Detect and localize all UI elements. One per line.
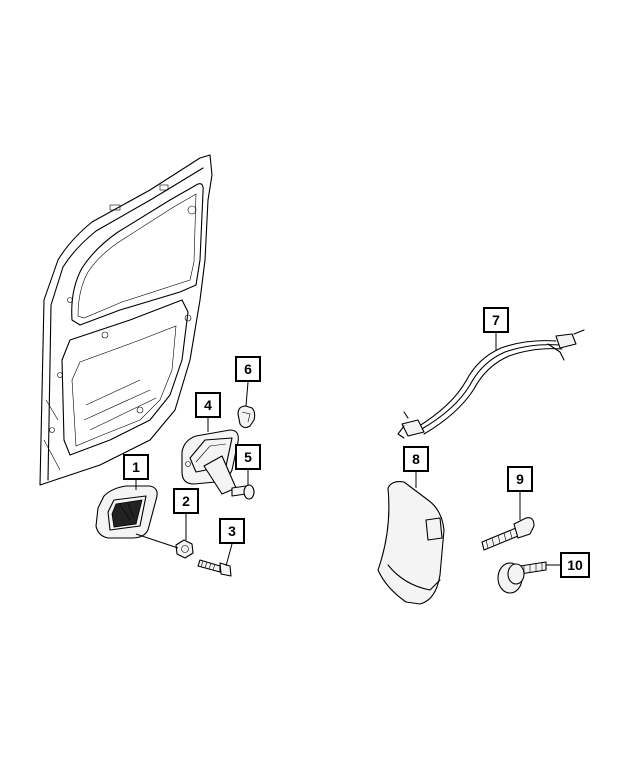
- push-pin-bolt: [231, 484, 255, 500]
- retainer-clip: [237, 405, 256, 429]
- callout-3-label: 3: [228, 523, 236, 539]
- callout-5-label: 5: [244, 449, 252, 465]
- callout-7-label: 7: [492, 312, 500, 328]
- callout-4: 4: [195, 392, 221, 418]
- callout-1: 1: [123, 454, 149, 480]
- callout-9-label: 9: [516, 471, 524, 487]
- flange-bolt: [497, 561, 547, 594]
- callout-3: 3: [219, 518, 245, 544]
- callout-2-label: 2: [182, 493, 190, 509]
- bolt: [481, 517, 535, 551]
- callout-5: 5: [235, 444, 261, 470]
- callout-10-label: 10: [567, 557, 583, 573]
- release-cable: [397, 329, 585, 439]
- door-panel: [39, 154, 213, 486]
- callout-6-label: 6: [244, 361, 252, 377]
- hex-nut: [175, 539, 194, 559]
- callout-1-label: 1: [132, 459, 140, 475]
- callout-4-label: 4: [204, 397, 212, 413]
- callout-9: 9: [507, 466, 533, 492]
- callout-10: 10: [560, 552, 590, 578]
- callout-2: 2: [173, 488, 199, 514]
- callout-6: 6: [235, 356, 261, 382]
- callout-8-label: 8: [412, 451, 420, 467]
- leader-lines: [135, 333, 560, 567]
- inside-handle: [181, 429, 239, 495]
- screw: [197, 559, 232, 577]
- callout-8: 8: [403, 446, 429, 472]
- trim-cover: [377, 481, 445, 605]
- callout-7: 7: [483, 307, 509, 333]
- door-handle-bezel: [95, 485, 158, 539]
